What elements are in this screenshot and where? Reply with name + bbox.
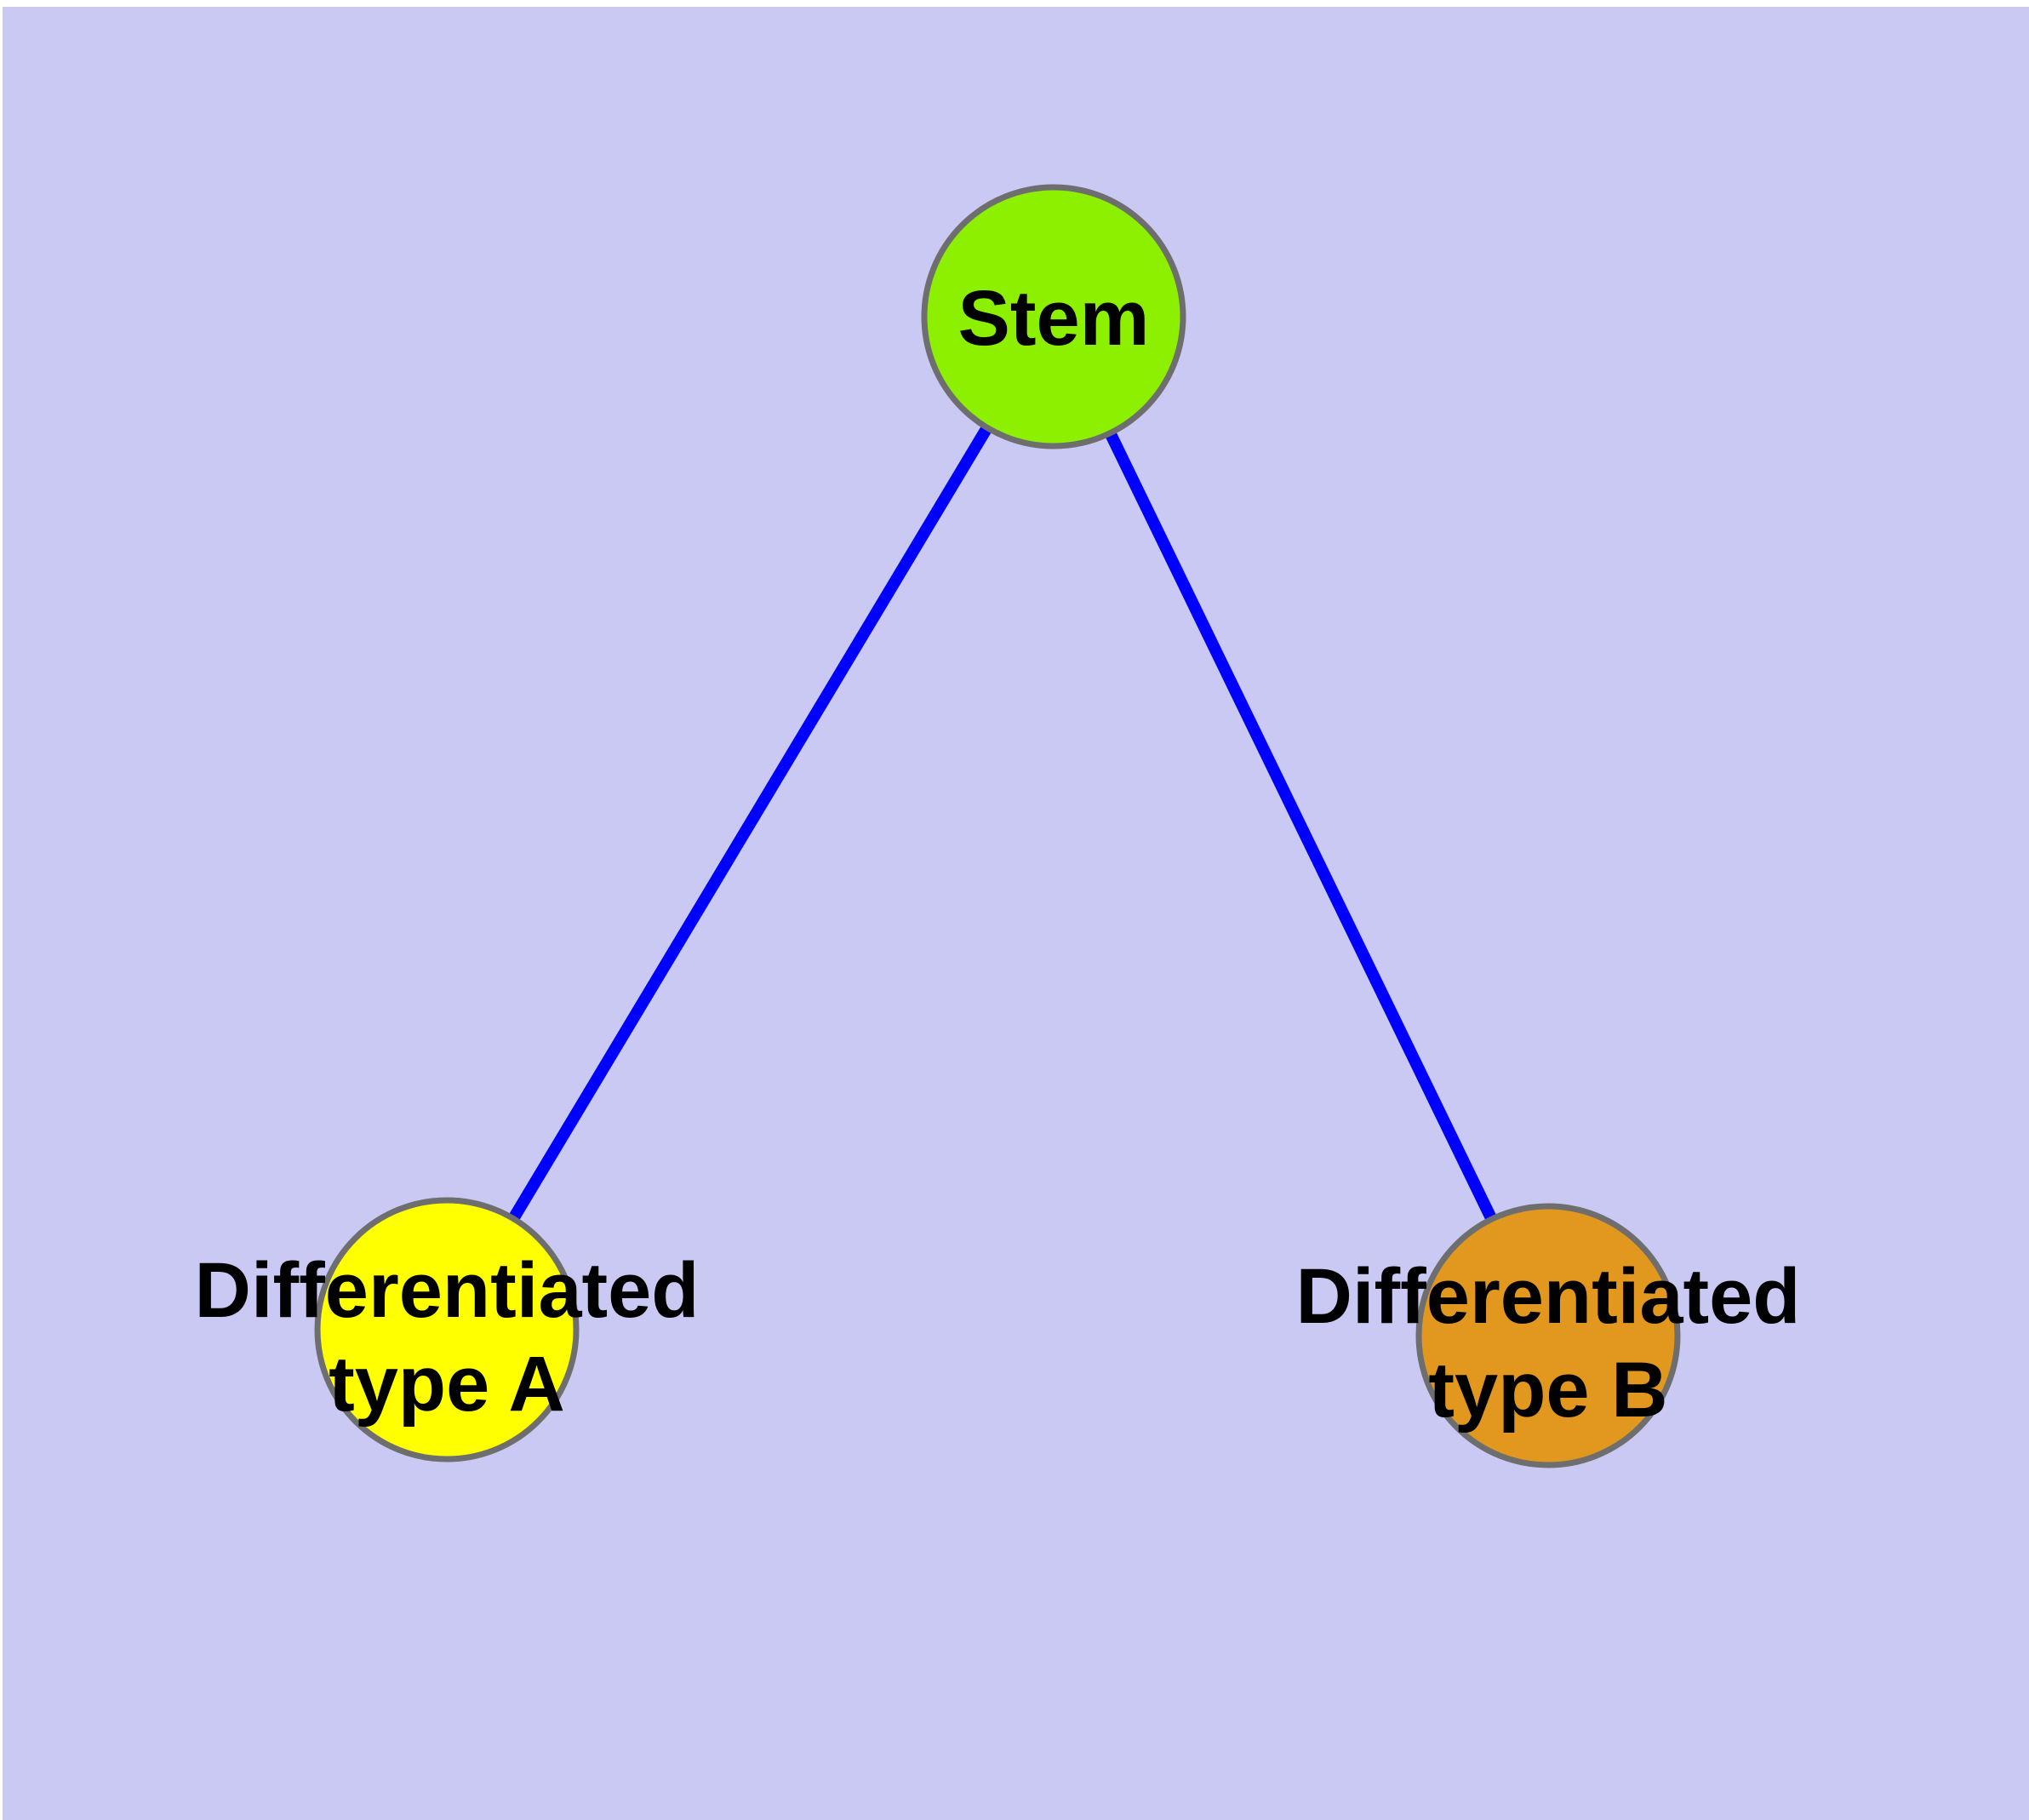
node-stem-label: Stem [958,275,1150,362]
node-type-b-circle [1415,1203,1681,1468]
edge-stem-to-type-b [1048,313,1554,1339]
node-type-a-label-line2: type A [329,1341,565,1428]
node-type-b: Differentiated type B [1296,1203,1801,1468]
node-type-a: Differentiated type A [195,1197,700,1462]
node-type-a-circle [314,1197,580,1462]
node-type-b-label-line1: Differentiated [1296,1253,1801,1340]
node-type-a-label-line1: Differentiated [195,1247,700,1334]
node-stem: Stem [921,184,1186,449]
node-type-b-label-line2: type B [1428,1347,1667,1434]
node-stem-circle [921,184,1186,449]
edge-stem-to-type-a [441,313,1060,1333]
